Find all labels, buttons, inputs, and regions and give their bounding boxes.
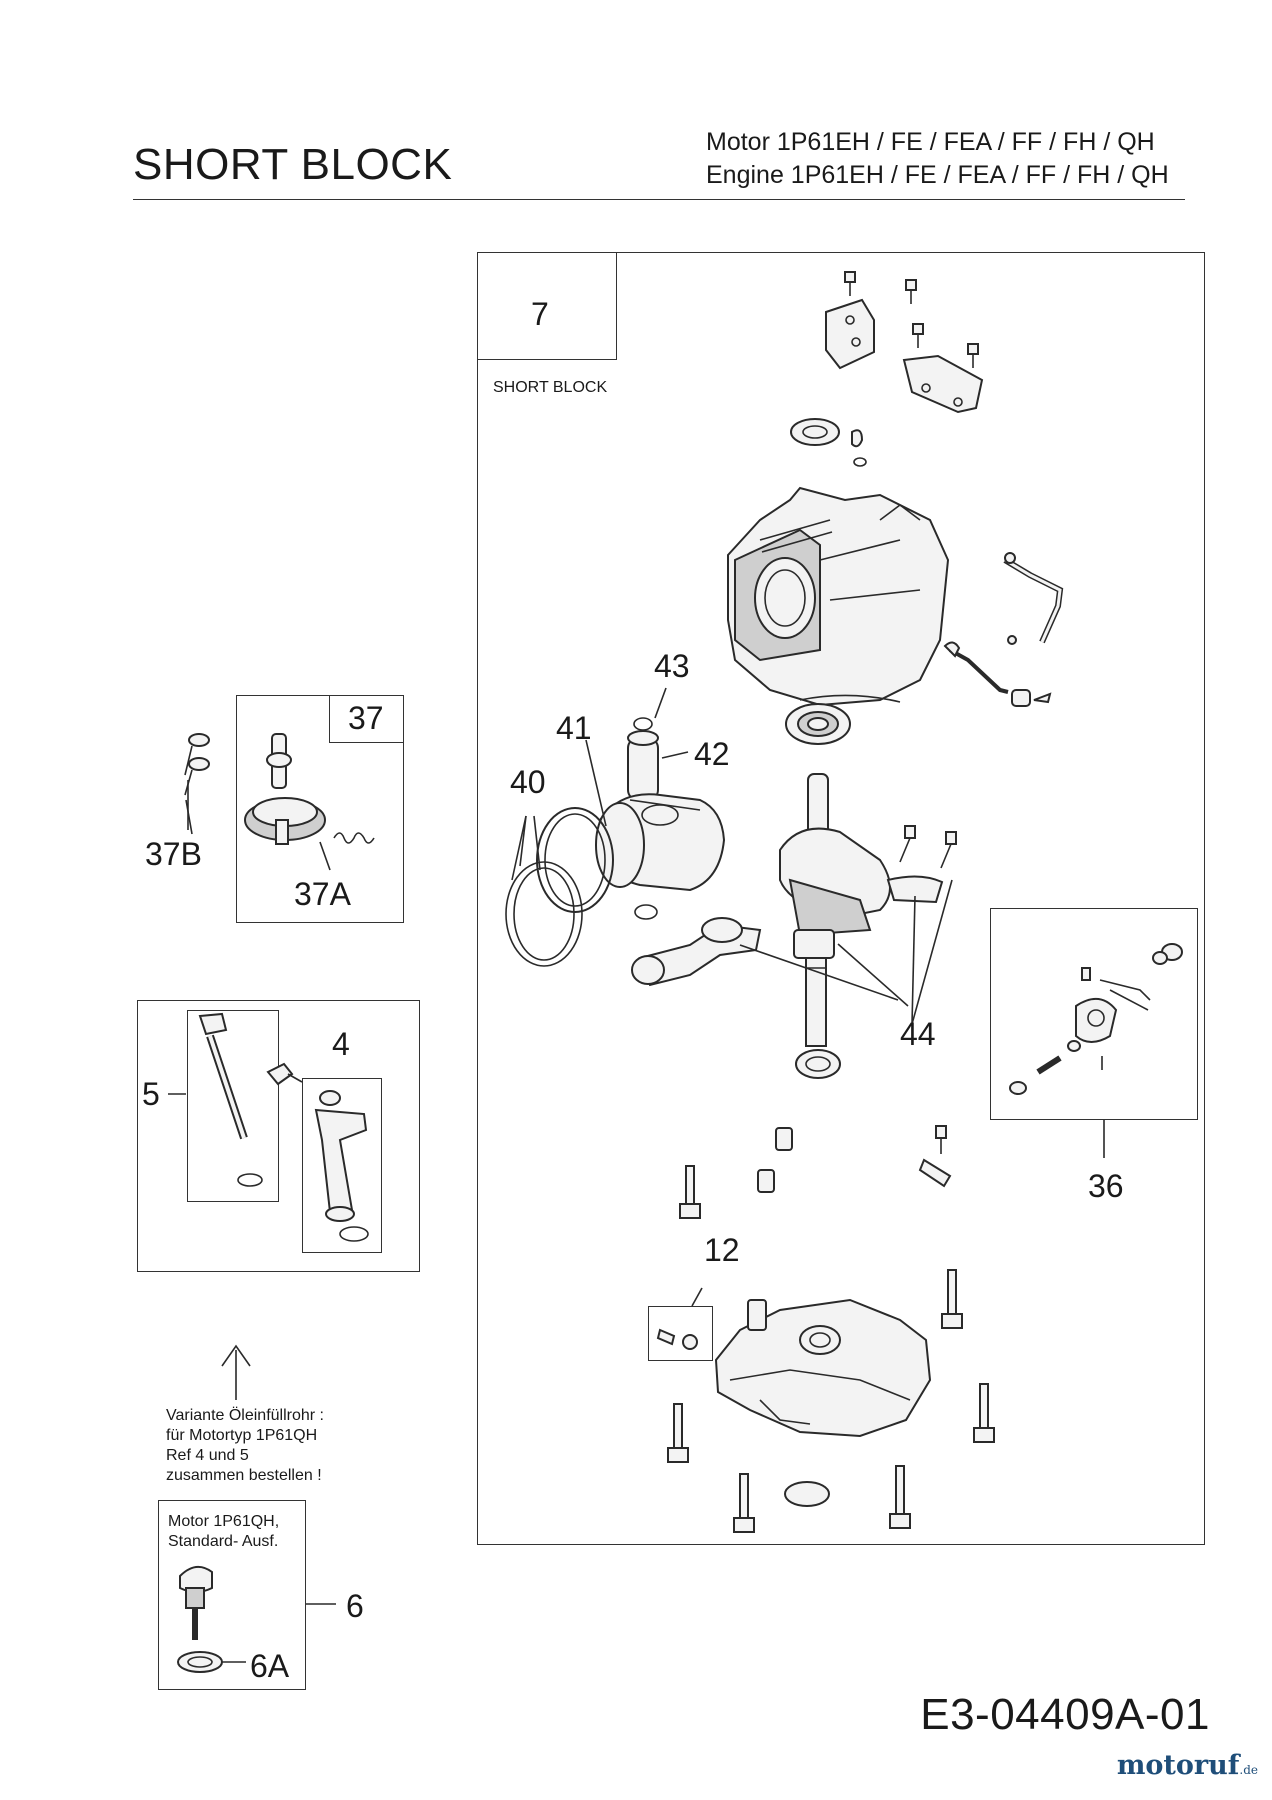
variant-note-line: zusammen bestellen ! <box>166 1467 322 1484</box>
motoruf-logo[interactable]: motoruf.de <box>1117 1750 1258 1781</box>
bolt-icon <box>266 1062 294 1086</box>
bolt-icon <box>844 271 979 368</box>
callout-44: 44 <box>900 1016 936 1052</box>
gasket-icon <box>799 694 901 703</box>
callout-41: 41 <box>556 710 592 746</box>
callout-4: 4 <box>332 1026 350 1062</box>
bearing-cap-icon <box>886 875 944 904</box>
screw-icon <box>656 1328 676 1346</box>
model-line-en: Engine 1P61EH / FE / FEA / FF / FH / QH <box>706 161 1169 189</box>
screw-detail-box <box>648 1306 713 1361</box>
piston-pin-icon <box>627 730 689 801</box>
governor-box <box>990 908 1198 1120</box>
oil-filler-box <box>137 1000 420 1272</box>
standard-note-line: Motor 1P61QH, <box>168 1513 280 1530</box>
link-rod-icon <box>949 648 1009 694</box>
short-block-label: SHORT BLOCK <box>493 379 608 396</box>
oil-seal-icon <box>795 1049 841 1079</box>
filler-tube-sub-box <box>302 1078 382 1253</box>
spring-icon <box>333 832 375 844</box>
bolt-icon <box>945 831 957 845</box>
bolt-icon <box>667 1125 995 1533</box>
callout-40: 40 <box>510 764 546 800</box>
pin-icon <box>184 733 210 835</box>
standard-version-note: Motor 1P61QH, Standard- Ausf. <box>168 1512 279 1552</box>
callout-5: 5 <box>142 1076 160 1112</box>
callout-6: 6 <box>346 1588 364 1624</box>
dipstick-icon <box>198 1012 263 1187</box>
ref-box-7 <box>477 252 617 360</box>
page-title: SHORT BLOCK <box>133 140 453 189</box>
logo-text: motoruf <box>1116 1750 1240 1781</box>
dipstick-sub-box <box>187 1010 279 1202</box>
document-id: E3-04409A-01 <box>920 1690 1210 1739</box>
dowel-pin-icon <box>775 1127 793 1151</box>
callout-37a: 37A <box>294 876 351 912</box>
logo-suffix: .de <box>1239 1763 1258 1777</box>
camshaft-icon <box>244 733 326 845</box>
woodruff-key-icon <box>851 429 864 448</box>
piston-icon <box>585 739 726 892</box>
ref-number-7: 7 <box>531 296 549 332</box>
camshaft-box <box>236 695 404 923</box>
standard-note-line: Standard- Ausf. <box>168 1533 279 1550</box>
dowel-pin-icon <box>757 1169 775 1193</box>
bracket-icon <box>825 298 984 414</box>
callout-36: 36 <box>1088 1168 1124 1204</box>
filler-tube-icon <box>314 1090 369 1242</box>
crankshaft-icon <box>779 773 891 1047</box>
callout-37: 37 <box>348 700 384 736</box>
governor-parts-icon <box>1009 943 1183 1095</box>
oil-seal-icon <box>790 418 840 446</box>
header-rule <box>133 199 1185 200</box>
crankcase-cover-icon <box>714 1298 932 1438</box>
variant-note-line: für Motortyp 1P61QH <box>166 1427 318 1444</box>
connecting-rod-icon <box>631 917 762 987</box>
variant-note-line: Variante Öleinfüllrohr : <box>166 1407 324 1424</box>
piston-rings-icon <box>505 807 614 967</box>
cylinder-block-icon <box>727 486 950 707</box>
piston-clip-icon <box>633 717 653 731</box>
callout-37b: 37B <box>145 836 202 872</box>
washer-icon <box>853 457 867 467</box>
callout-12: 12 <box>704 1232 740 1268</box>
oil-seal-icon <box>784 1481 830 1507</box>
standard-version-box <box>158 1500 306 1690</box>
model-line-de: Motor 1P61EH / FE / FEA / FF / FH / QH <box>706 128 1155 156</box>
callout-42: 42 <box>694 736 730 772</box>
oil-cap-icon <box>177 1565 223 1673</box>
bearing-icon <box>785 703 851 745</box>
bolt-icon <box>904 825 916 839</box>
variant-note: Variante Öleinfüllrohr : für Motortyp 1P… <box>166 1406 324 1486</box>
callout-43: 43 <box>654 648 690 684</box>
piston-clip-icon <box>634 904 658 920</box>
callout-6a: 6A <box>250 1648 290 1684</box>
short-block-frame <box>477 252 1205 1545</box>
washer-icon <box>682 1334 698 1350</box>
breather-tube-icon <box>1003 557 1064 644</box>
variant-note-line: Ref 4 und 5 <box>166 1447 249 1464</box>
ref-box-37 <box>329 695 404 743</box>
